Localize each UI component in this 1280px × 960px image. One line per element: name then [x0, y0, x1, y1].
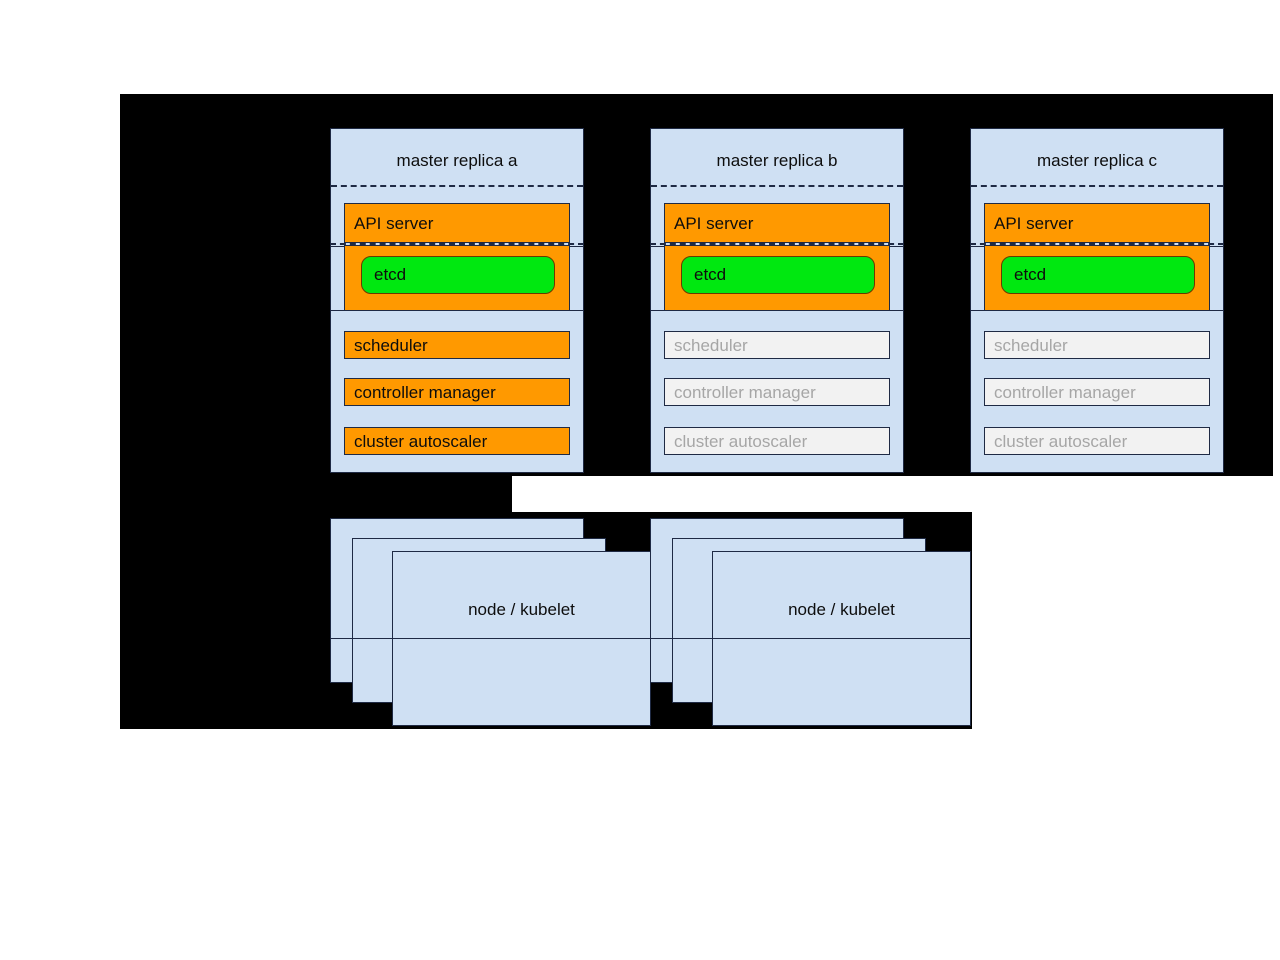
- controller-manager-a[interactable]: controller manager: [344, 378, 570, 406]
- etcd-c[interactable]: etcd: [1001, 256, 1195, 294]
- api-server-c[interactable]: API server: [984, 203, 1210, 243]
- controller-manager-b[interactable]: controller manager: [664, 378, 890, 406]
- backdrop-mid-left: [120, 476, 512, 512]
- master-replica-a-title: master replica a: [396, 151, 518, 170]
- cluster-autoscaler-b[interactable]: cluster autoscaler: [664, 427, 890, 455]
- api-server-b[interactable]: API server: [664, 203, 890, 243]
- scheduler-b[interactable]: scheduler: [664, 331, 890, 359]
- scheduler-c[interactable]: scheduler: [984, 331, 1210, 359]
- master-replica-a-divider-mid: [330, 243, 584, 245]
- background-gap: [512, 476, 1273, 512]
- master-replica-b-title: master replica b: [716, 151, 838, 170]
- master-replica-c-divider-top: [971, 185, 1223, 187]
- master-replica-c-title: master replica c: [1037, 151, 1157, 170]
- scheduler-a[interactable]: scheduler: [344, 331, 570, 359]
- api-server-a[interactable]: API server: [344, 203, 570, 243]
- master-replica-b-divider-top: [651, 185, 903, 187]
- master-replica-c-divider-mid: [970, 243, 1224, 245]
- node-stack-left-divider: [330, 638, 584, 639]
- cluster-autoscaler-c[interactable]: cluster autoscaler: [984, 427, 1210, 455]
- controller-manager-c[interactable]: controller manager: [984, 378, 1210, 406]
- node-right-label: node / kubelet: [788, 600, 895, 619]
- cluster-autoscaler-a[interactable]: cluster autoscaler: [344, 427, 570, 455]
- node-left-label: node / kubelet: [468, 600, 575, 619]
- master-replica-a-divider-top: [331, 185, 583, 187]
- etcd-b[interactable]: etcd: [681, 256, 875, 294]
- etcd-a[interactable]: etcd: [361, 256, 555, 294]
- node-stack-right-divider: [650, 638, 904, 639]
- master-replica-b-divider-mid: [650, 243, 904, 245]
